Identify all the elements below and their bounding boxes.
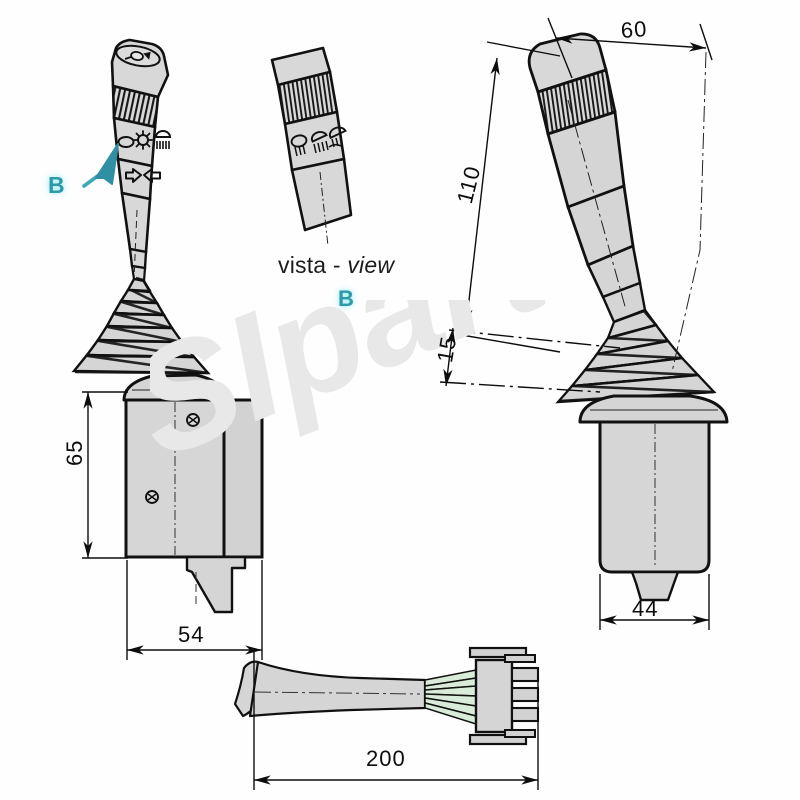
dimension-200 [253, 650, 539, 790]
section-marker-b: B [48, 172, 65, 198]
left-assembly [71, 38, 264, 660]
beam-headlamp-icon [154, 130, 172, 149]
dimension-label-54: 54 [178, 622, 205, 647]
base-flange [122, 373, 227, 402]
wire-strands [424, 669, 477, 726]
dimension-15 [439, 327, 621, 393]
dimension-label-200: 200 [366, 746, 406, 771]
parking-light-icon [117, 136, 135, 148]
dimension-65 [82, 391, 128, 559]
base-housing [598, 420, 711, 574]
view-label: vista - view [278, 252, 394, 279]
dimension-44 [599, 574, 710, 630]
dimension-54 [126, 560, 263, 660]
lever-stem [120, 191, 152, 283]
view-b-detail [270, 46, 353, 247]
turn-signal-arrows-icon [125, 168, 161, 183]
dimension-60 [547, 17, 713, 79]
horn-icon [124, 51, 151, 61]
dimension-label-15: 15 [432, 333, 462, 365]
base-flange [578, 394, 729, 424]
connector [468, 646, 540, 746]
view-b-symbols [290, 126, 347, 157]
right-assembly [439, 17, 729, 630]
cable-outlet [185, 555, 247, 614]
view-label-view: view [347, 252, 395, 278]
rubber-bellows [71, 277, 211, 375]
screw-icon [186, 413, 200, 427]
dimension-label-60: 60 [620, 16, 649, 43]
section-arrow-b [82, 143, 119, 188]
dimension-label-44: 44 [632, 596, 659, 621]
cable-outlet [630, 570, 680, 602]
top-cap [110, 38, 170, 99]
screw-icon [145, 490, 159, 504]
headlight-sun-icon [133, 130, 153, 150]
base-housing [124, 398, 264, 559]
symbol-band-turn [116, 157, 161, 201]
wire-harness [233, 646, 540, 790]
view-label-vista: vista - [278, 252, 348, 278]
dimension-110 [455, 41, 561, 353]
view-label-letter: B [338, 286, 354, 311]
dimension-label-65: 65 [62, 439, 87, 466]
